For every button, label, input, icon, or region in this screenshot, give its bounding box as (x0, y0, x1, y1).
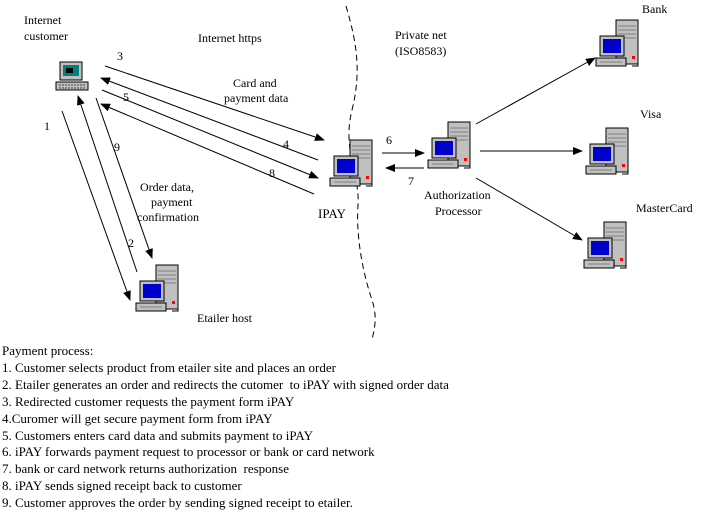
arrow-number-4: 4 (283, 137, 289, 151)
network-boundary-line (345, 5, 376, 341)
process-step: 9. Customer approves the order by sendin… (2, 495, 353, 511)
process-step: 3. Redirected customer requests the paym… (2, 393, 295, 409)
card-payment-label-line1: Card and (233, 76, 277, 90)
authorization-processor-label-line2: Processor (435, 204, 482, 218)
customer-terminal-icon (55, 61, 89, 91)
arrow-number-8: 8 (269, 166, 275, 180)
arrow-8 (100, 103, 315, 195)
process-step: 1. Customer selects product from etailer… (2, 359, 336, 375)
process-step: 6. iPAY forwards payment request to proc… (2, 444, 375, 460)
etailer-host-label: Etailer host (197, 311, 253, 325)
arrow-to-bank (475, 57, 596, 125)
order-data-label-line1: Order data, (140, 180, 194, 194)
arrow-1 (61, 110, 131, 301)
arrow-number-3: 3 (117, 49, 123, 63)
bank-label: Bank (642, 2, 667, 16)
internet-customer-label-line1: Internet (24, 13, 62, 27)
arrow-3 (104, 65, 325, 141)
process-step: 2. Etailer generates an order and redire… (2, 376, 449, 392)
arrow-number-7: 7 (408, 174, 414, 188)
process-step: 7. bank or card network returns authoriz… (2, 461, 289, 477)
process-step: 8. iPAY sends signed receipt back to cus… (2, 478, 242, 494)
arrow-number-6: 6 (386, 133, 392, 147)
mastercard-label: MasterCard (636, 201, 693, 215)
payment-process-description: Payment process: 1. Customer selects pro… (2, 343, 712, 512)
etailer-host-icon (135, 264, 179, 312)
payment-process-title: Payment process: (2, 343, 94, 358)
process-step: 4.Curomer will get secure payment form f… (2, 410, 273, 426)
arrow-4 (100, 77, 319, 161)
private-net-label-line1: Private net (395, 28, 447, 42)
internet-https-label: Internet https (198, 31, 262, 45)
internet-customer-label-line2: customer (24, 29, 68, 43)
authorization-processor-icon (427, 121, 471, 169)
card-payment-label-line2: payment data (224, 91, 289, 105)
authorization-processor-label-line1: Authorization (424, 188, 491, 202)
arrow-number-1: 1 (44, 119, 50, 133)
arrow-9 (95, 97, 153, 259)
order-data-label-line3: confirmation (137, 210, 199, 224)
order-data-label-line2: payment (151, 195, 193, 209)
arrow-number-5: 5 (123, 90, 129, 104)
arrow-2 (77, 95, 138, 273)
ipay-label: IPAY (318, 206, 347, 221)
ipay-server-icon (329, 139, 373, 187)
arrow-to-mastercard (475, 177, 583, 241)
bank-server-icon (595, 19, 639, 67)
process-step: 5. Customers enters card data and submit… (2, 427, 314, 443)
arrow-number-9: 9 (114, 140, 120, 154)
private-net-label-line2: (ISO8583) (395, 44, 446, 58)
visa-server-icon (585, 127, 629, 175)
arrow-5 (101, 89, 319, 179)
mastercard-server-icon (583, 221, 627, 269)
visa-label: Visa (640, 107, 662, 121)
arrow-number-2: 2 (128, 236, 134, 250)
